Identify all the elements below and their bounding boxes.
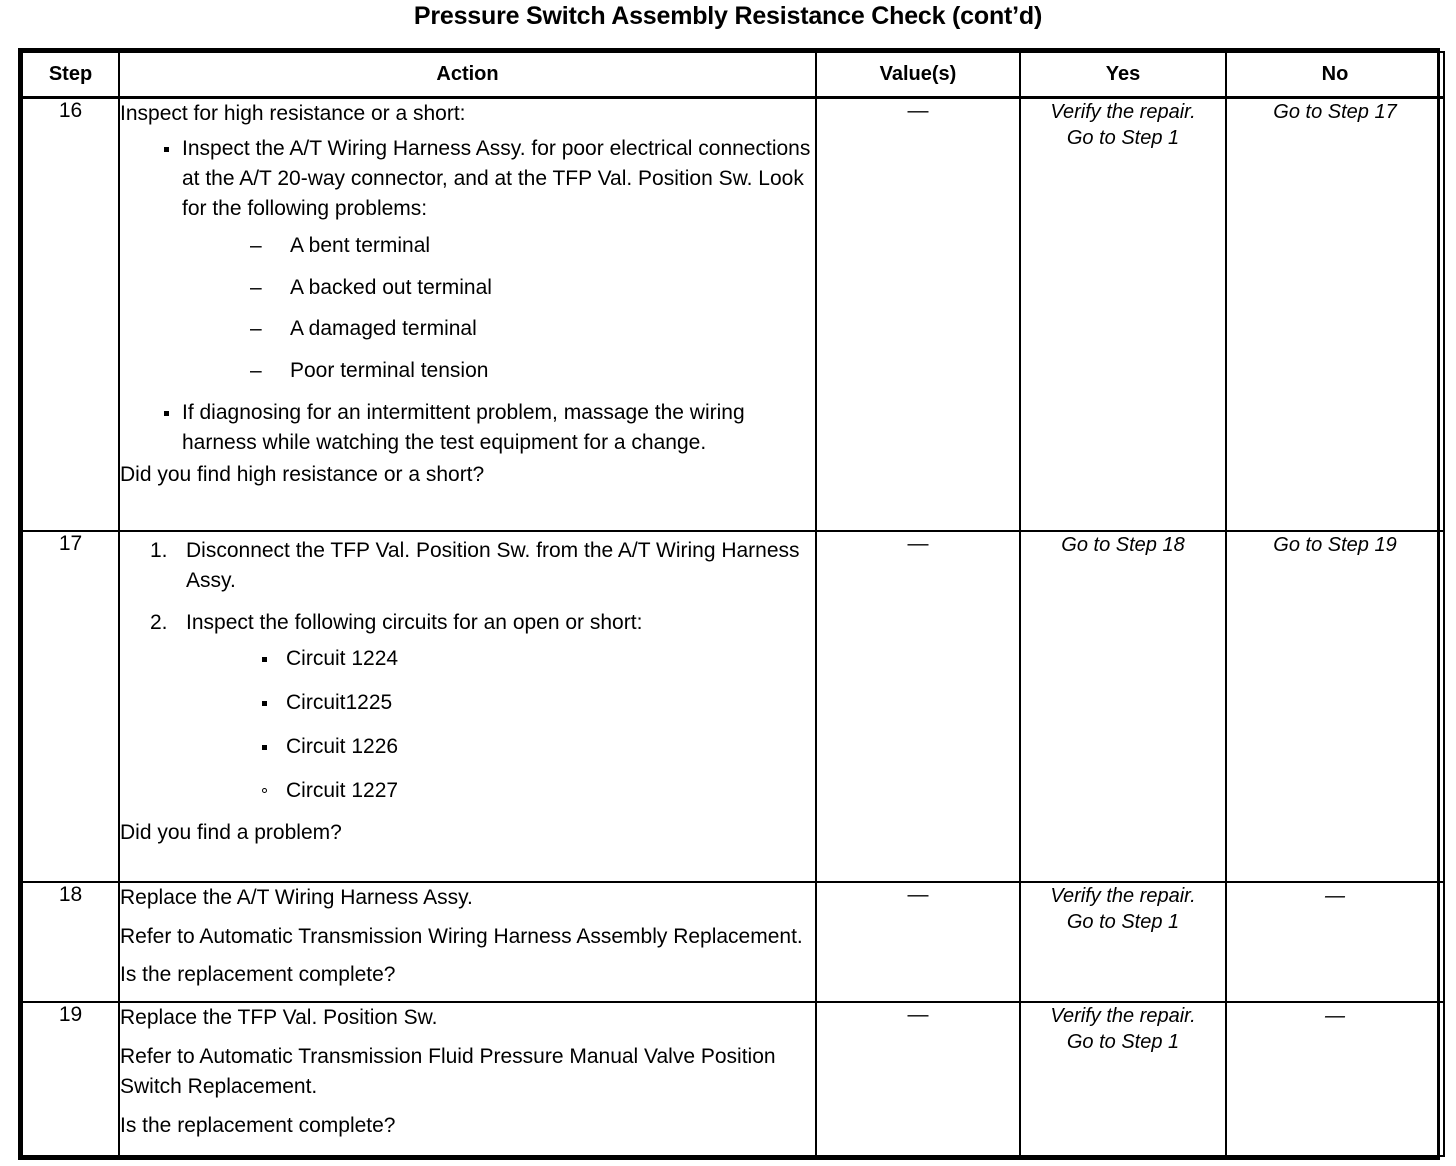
circuit-list: Circuit 1224 Circuit1225 Circuit 1226 Ci… (186, 644, 815, 805)
value-cell: — (815, 880, 1021, 1004)
no-line-2: Go to Step 17 (1273, 100, 1397, 123)
list-item: Inspect the A/T Wiring Harness Assy. for… (120, 134, 815, 386)
list-item: 2. Inspect the following circuits for an… (120, 608, 815, 805)
list-item: Poor terminal tension (182, 356, 815, 386)
no-cell: Go to Step 19 (1225, 529, 1445, 883)
action-numbered-list: 1. Disconnect the TFP Val. Position Sw. … (120, 536, 815, 806)
table-header-row: Step Action Value(s) Yes No (21, 51, 1445, 99)
yes-cell: Go to Step 18 (1019, 529, 1227, 883)
action-question: Did you find a problem? (120, 821, 342, 845)
no-line-2: — (1325, 884, 1345, 907)
table-row: 18 Replace the A/T Wiring Harness Assy. … (21, 880, 1445, 1004)
yes-line-1: Verify the repair. (1050, 1005, 1196, 1028)
item-text: Inspect the following circuits for an op… (186, 611, 643, 635)
page-title: Pressure Switch Assembly Resistance Chec… (413, 2, 1043, 30)
value-dash: — (907, 531, 929, 555)
yes-line-2: Go to Step 1 (1066, 1031, 1180, 1054)
column-header-action: Action (118, 51, 817, 99)
item-text: Disconnect the TFP Val. Position Sw. fro… (186, 538, 800, 592)
action-line-2: Refer to Automatic Transmission Fluid Pr… (120, 1045, 776, 1099)
action-cell: Replace the TFP Val. Position Sw. Refer … (118, 1001, 817, 1157)
bullet-text: Inspect the A/T Wiring Harness Assy. for… (182, 137, 811, 220)
list-item: Circuit 1227 (186, 776, 815, 806)
step-number: 19 (21, 1001, 120, 1157)
list-item: 1. Disconnect the TFP Val. Position Sw. … (120, 536, 815, 596)
action-question: Is the replacement complete? (120, 963, 396, 987)
yes-line-2: Go to Step 1 (1066, 126, 1180, 149)
list-item: A backed out terminal (182, 273, 815, 303)
action-bullet-list: Inspect the A/T Wiring Harness Assy. for… (120, 134, 815, 457)
value-cell: — (815, 529, 1021, 883)
yes-line-2: Go to Step 1 (1066, 910, 1180, 933)
list-item: Circuit 1224 (186, 644, 815, 674)
column-header-step: Step (21, 51, 120, 99)
item-number: 1. (150, 538, 168, 562)
table-row: 16 Inspect for high resistance or a shor… (21, 96, 1445, 532)
action-line-1: Replace the TFP Val. Position Sw. (120, 1006, 438, 1030)
column-header-no: No (1225, 51, 1445, 99)
diagnostic-table: Step Action Value(s) Yes No 16 Inspect f… (18, 48, 1445, 1160)
value-dash: — (907, 98, 929, 122)
action-cell: Inspect for high resistance or a short: … (118, 96, 817, 532)
no-cell: — (1225, 880, 1445, 1004)
list-item: Circuit1225 (186, 688, 815, 718)
yes-line-2: Go to Step 18 (1061, 533, 1185, 556)
yes-cell: Verify the repair. Go to Step 1 (1019, 96, 1227, 532)
table-row: 19 Replace the TFP Val. Position Sw. Ref… (21, 1001, 1445, 1157)
action-question: Is the replacement complete? (120, 1113, 396, 1137)
value-dash: — (907, 882, 929, 906)
yes-line-1: Verify the repair. (1050, 884, 1196, 907)
no-line-2: Go to Step 19 (1273, 533, 1397, 556)
column-header-yes: Yes (1019, 51, 1227, 99)
action-line-1: Replace the A/T Wiring Harness Assy. (120, 885, 473, 909)
value-cell: — (815, 1001, 1021, 1157)
column-header-value: Value(s) (815, 51, 1021, 99)
yes-cell: Verify the repair. Go to Step 1 (1019, 1001, 1227, 1157)
step-number: 16 (21, 96, 120, 532)
table-row: 17 1. Disconnect the TFP Val. Position S… (21, 529, 1445, 883)
no-cell: — (1225, 1001, 1445, 1157)
action-question: Did you find high resistance or a short? (120, 462, 485, 486)
no-cell: Go to Step 17 (1225, 96, 1445, 532)
yes-line-1: Verify the repair. (1050, 100, 1196, 123)
value-cell: — (815, 96, 1021, 532)
action-cell: Replace the A/T Wiring Harness Assy. Ref… (118, 880, 817, 1004)
list-item: A damaged terminal (182, 314, 815, 344)
item-number: 2. (150, 611, 168, 635)
list-item: Circuit 1226 (186, 732, 815, 762)
action-cell: 1. Disconnect the TFP Val. Position Sw. … (118, 529, 817, 883)
list-item: If diagnosing for an intermittent proble… (120, 398, 815, 458)
yes-cell: Verify the repair. Go to Step 1 (1019, 880, 1227, 1004)
no-line-2: — (1325, 1005, 1345, 1028)
value-dash: — (907, 1003, 929, 1027)
action-line-2: Refer to Automatic Transmission Wiring H… (120, 924, 803, 948)
list-item: A bent terminal (182, 231, 815, 261)
action-lead-text: Inspect for high resistance or a short: (120, 101, 466, 125)
step-number: 17 (21, 529, 120, 883)
sub-bullet-list: A bent terminal A backed out terminal A … (182, 231, 815, 386)
step-number: 18 (21, 880, 120, 1004)
